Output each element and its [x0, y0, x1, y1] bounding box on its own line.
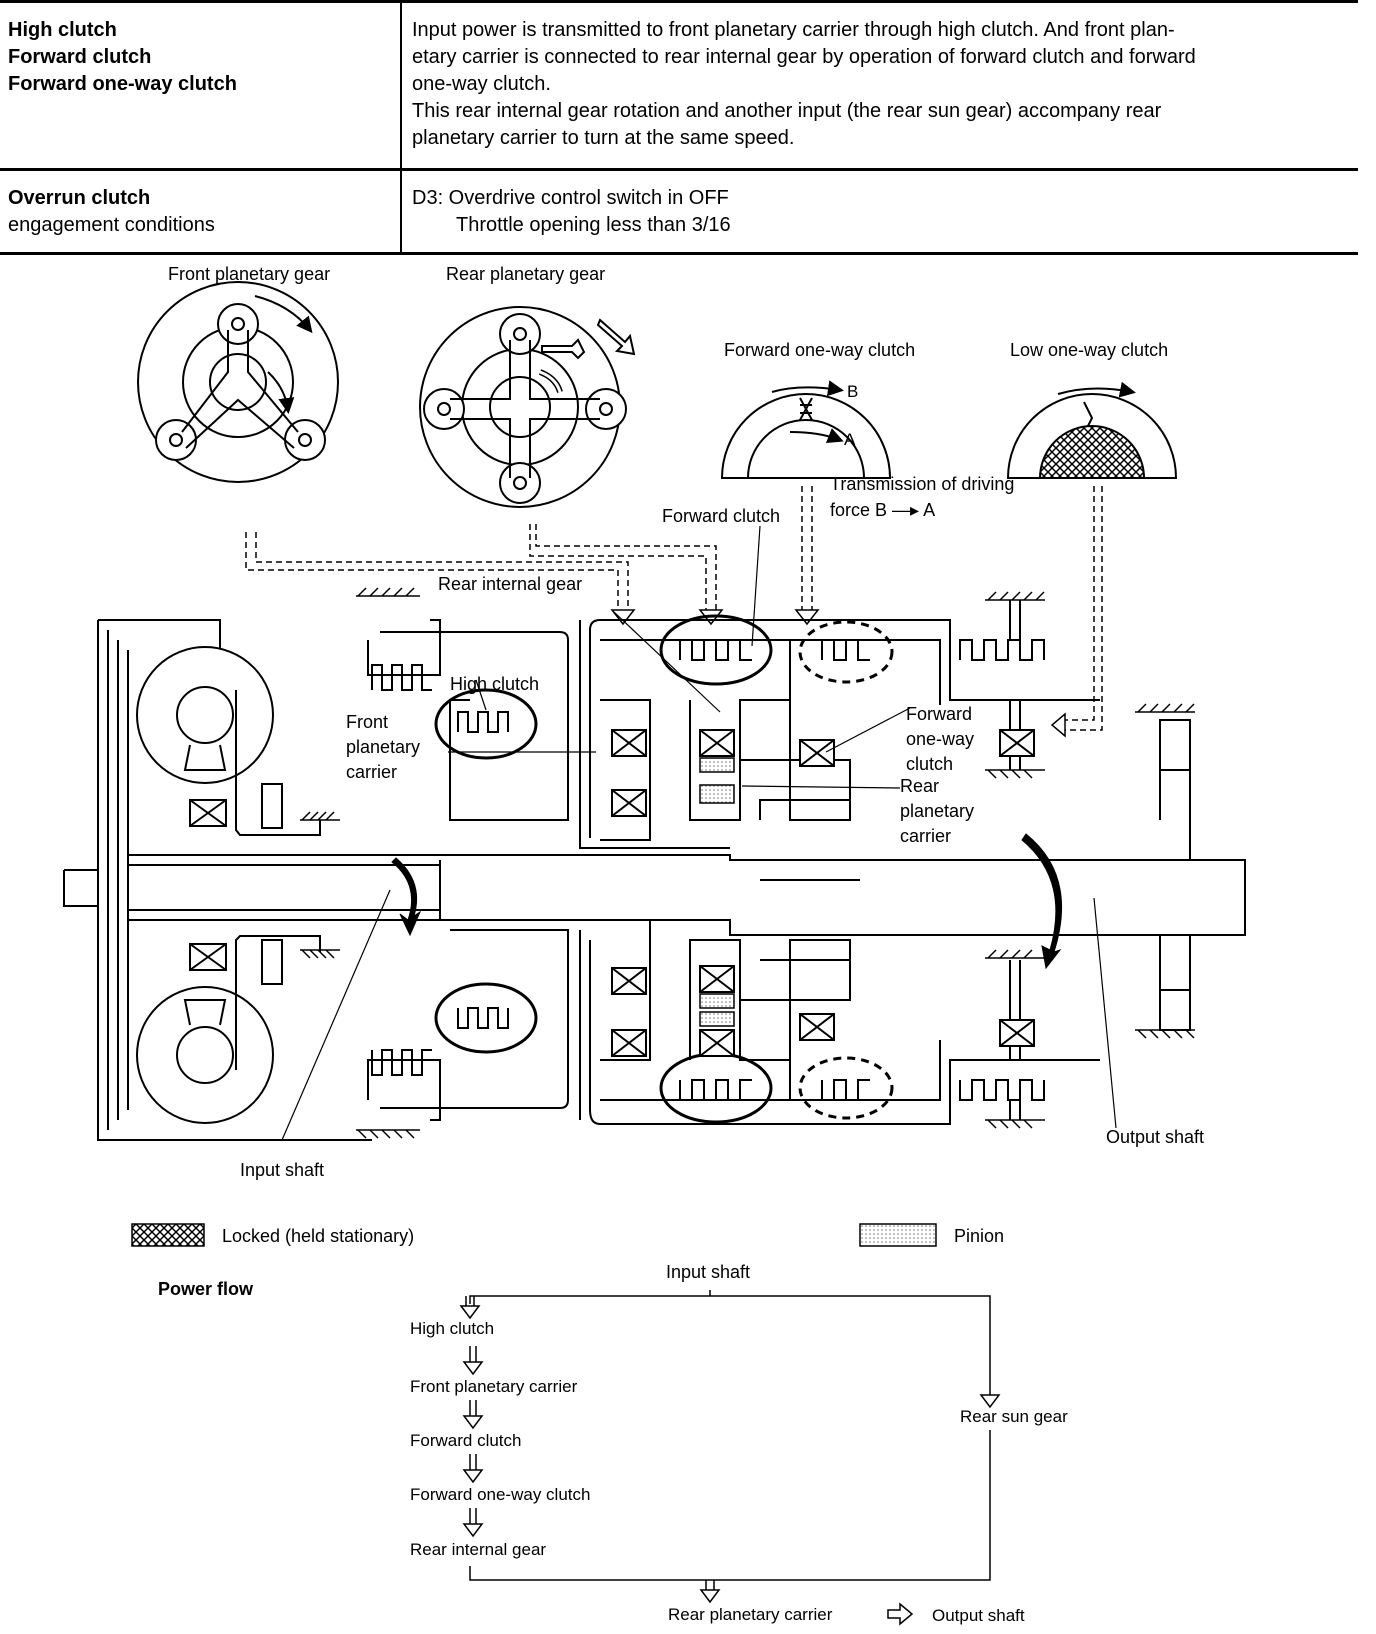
flow-input-shaft: Input shaft — [666, 1262, 750, 1282]
power-flow: Power flow Input shaft High clutch Front… — [158, 1262, 1068, 1626]
label-rear-planetary-gear: Rear planetary gear — [446, 264, 605, 284]
condition-throttle: Throttle opening less than 3/16 — [456, 214, 731, 236]
desc-line: planetary carrier to turn at the same sp… — [412, 127, 795, 149]
header-engagement-conditions: engagement conditions — [8, 214, 215, 236]
flow-step-rear-internal-gear: Rear internal gear — [410, 1540, 546, 1559]
flow-rear-sun-gear: Rear sun gear — [960, 1407, 1068, 1426]
leader-lines — [281, 525, 1117, 1141]
label-rear-planetary-carrier-2: planetary — [900, 801, 974, 821]
main-shafts — [63, 719, 1246, 1031]
dashed-arrow-heads — [610, 609, 1066, 738]
label-front-planetary-carrier-3: carrier — [346, 762, 397, 782]
legend: Locked (held stationary) Pinion — [131, 1223, 1004, 1247]
flow-step-front-planetary-carrier: Front planetary carrier — [410, 1377, 578, 1396]
label-input-shaft: Input shaft — [240, 1160, 324, 1180]
dashed-connectors — [245, 486, 1103, 731]
label-forward-one-way-clutch-side-1: Forward — [906, 704, 972, 724]
flow-right-arrow-icon — [887, 1602, 914, 1626]
legend-locked-swatch — [131, 1223, 205, 1247]
one-way-clutches — [611, 729, 1035, 1057]
clutch-housings — [367, 600, 1100, 1125]
power-flow-title: Power flow — [158, 1279, 254, 1299]
pinion-gears — [699, 757, 735, 1027]
header-high-clutch: High clutch — [8, 19, 117, 41]
flow-rear-planetary-carrier: Rear planetary carrier — [668, 1605, 833, 1624]
label-front-planetary-carrier-1: Front — [346, 712, 388, 732]
desc-line: Input power is transmitted to front plan… — [412, 19, 1175, 41]
label-forward-one-way-clutch-side-3: clutch — [906, 754, 953, 774]
rotation-arrows — [391, 833, 1063, 970]
label-high-clutch: High clutch — [450, 674, 539, 694]
label-forward-clutch: Forward clutch — [662, 506, 780, 526]
row-header: Overrun clutch engagement conditions — [0, 171, 402, 252]
label-transmission-driving-force-2: force B —▸ A — [830, 500, 935, 520]
marker-a: A — [844, 430, 856, 449]
legend-pinion-label: Pinion — [954, 1226, 1004, 1246]
spec-table: High clutch Forward clutch Forward one-w… — [0, 0, 1358, 255]
label-output-shaft: Output shaft — [1106, 1127, 1204, 1147]
row-header: High clutch Forward clutch Forward one-w… — [0, 3, 402, 168]
ground-symbols — [300, 587, 1195, 1139]
flow-step-forward-one-way-clutch: Forward one-way clutch — [410, 1485, 590, 1504]
label-front-planetary-carrier-2: planetary — [346, 737, 420, 757]
header-forward-one-way-clutch: Forward one-way clutch — [8, 73, 237, 95]
table-row-overrun-clutch: Overrun clutch engagement conditions D3:… — [0, 168, 1358, 255]
flow-output-shaft: Output shaft — [932, 1606, 1025, 1625]
desc-line: etary carrier is connected to rear inter… — [412, 46, 1196, 68]
table-row-high-clutch: High clutch Forward clutch Forward one-w… — [0, 0, 1358, 168]
rear-planetary-gear-figure — [419, 306, 636, 508]
low-one-way-clutch-figure — [1006, 381, 1178, 479]
header-overrun-clutch: Overrun clutch — [8, 187, 151, 209]
desc-line: one-way clutch. — [412, 73, 551, 95]
transmission-diagram: Front planetary gear Rear planetary gear… — [63, 264, 1246, 1626]
torque-converter — [97, 619, 372, 1141]
label-forward-one-way-clutch-side-2: one-way — [906, 729, 974, 749]
label-forward-one-way-clutch-top: Forward one-way clutch — [724, 340, 915, 360]
flow-step-forward-clutch: Forward clutch — [410, 1431, 521, 1450]
clutch-packs — [371, 639, 1045, 1101]
forward-one-way-clutch-figure — [720, 380, 892, 479]
overrun-clutch-ellipses — [798, 620, 894, 1120]
front-planetary-gear-figure — [137, 281, 339, 483]
label-front-planetary-gear: Front planetary gear — [168, 264, 330, 284]
legend-pinion-swatch — [859, 1223, 937, 1247]
label-low-one-way-clutch: Low one-way clutch — [1010, 340, 1168, 360]
label-transmission-driving-force-1: Transmission of driving — [830, 474, 1014, 494]
condition-overdrive-switch: D3: Overdrive control switch in OFF — [412, 187, 729, 209]
desc-line: This rear internal gear rotation and ano… — [412, 100, 1162, 122]
marker-b: B — [847, 382, 858, 401]
label-rear-planetary-carrier-1: Rear — [900, 776, 939, 796]
label-rear-internal-gear: Rear internal gear — [438, 574, 582, 594]
header-forward-clutch: Forward clutch — [8, 46, 152, 68]
flow-step-high-clutch: High clutch — [410, 1319, 494, 1338]
label-rear-planetary-carrier-3: carrier — [900, 826, 951, 846]
row-description: Input power is transmitted to front plan… — [402, 3, 1358, 168]
legend-locked-label: Locked (held stationary) — [222, 1226, 414, 1246]
row-description: D3: Overdrive control switch in OFF Thro… — [402, 171, 1358, 252]
